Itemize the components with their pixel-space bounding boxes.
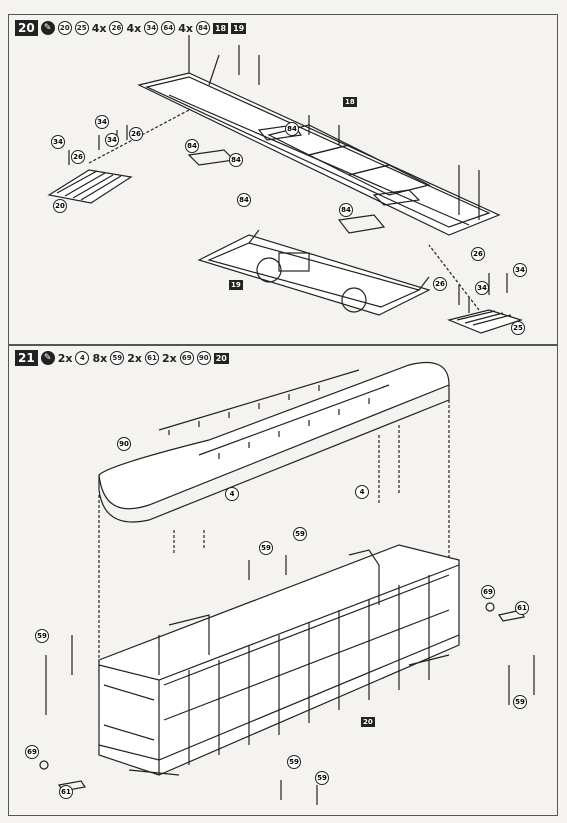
part-label: 84 [229, 153, 243, 167]
part-label: 34 [51, 135, 65, 149]
step-number: 20 [15, 20, 38, 36]
part-label: 26 [433, 277, 447, 291]
part-ref: 20 [57, 21, 72, 35]
part-label: 61 [515, 601, 529, 615]
part-ref: 34 [144, 21, 159, 35]
part-label: 34 [475, 281, 489, 295]
part-ref: 59 [110, 351, 125, 365]
right-grille [447, 309, 523, 334]
part-label: 34 [105, 133, 119, 147]
part-label: 25 [511, 321, 525, 335]
part-label: 69 [25, 745, 39, 759]
glue-icon: ✎ [40, 351, 55, 365]
part-ref: 90 [196, 351, 211, 365]
quantity-label: 4x [178, 21, 193, 35]
step-20-chassis-drawing [47, 35, 523, 334]
part-ref: 84 [195, 21, 210, 35]
part-label: 26 [71, 150, 85, 164]
part-label: 59 [315, 771, 329, 785]
subassembly-ref: 19 [231, 22, 247, 34]
quantity-label: 2x [127, 351, 142, 365]
subassembly-ref: 18 [212, 22, 229, 34]
part-label: 69 [481, 585, 495, 599]
sub-assembly-label: 18 [343, 97, 357, 107]
roof [98, 361, 450, 523]
part-label: 34 [513, 263, 527, 277]
part-label: 59 [293, 527, 307, 541]
part-label: 59 [259, 541, 273, 555]
part-label: 84 [285, 122, 299, 136]
part-label: 34 [95, 115, 109, 129]
part-ref: 61 [144, 351, 159, 365]
part-ref: 26 [109, 21, 124, 35]
quantity-label: 2x [57, 351, 73, 365]
sub-assembly-label: 20 [361, 717, 375, 727]
part-label: 84 [237, 193, 251, 207]
quantity-label: 2x [161, 351, 177, 365]
part-label: 26 [129, 127, 143, 141]
part-label: 4 [225, 487, 239, 501]
part-label: 26 [471, 247, 485, 261]
part-label: 20 [53, 199, 67, 213]
part-label: 84 [339, 203, 353, 217]
part-label: 90 [117, 437, 131, 451]
part-label: 61 [59, 785, 73, 799]
tram-body [98, 544, 460, 776]
part-label: 4 [355, 485, 369, 499]
step-number: 21 [15, 350, 38, 366]
part-label: 59 [35, 629, 49, 643]
pins [39, 555, 535, 805]
quantity-label: 4x [126, 21, 142, 35]
part-ref: 69 [179, 351, 194, 365]
part-ref: 25 [74, 21, 89, 35]
part-ref: 4 [75, 351, 90, 365]
quantity-label: 4x [91, 21, 107, 35]
step-21-tram-body-drawing [39, 361, 535, 805]
part-label: 59 [287, 755, 301, 769]
bogie [197, 229, 431, 316]
sub-assembly-label: 19 [229, 280, 243, 290]
chassis-frame [137, 35, 501, 236]
left-grille [47, 169, 133, 204]
part-label: 84 [185, 139, 199, 153]
quantity-label: 8x [92, 351, 108, 365]
subassembly-ref: 20 [213, 352, 229, 364]
part-ref: 64 [161, 21, 176, 35]
part-label: 59 [513, 695, 527, 709]
glue-icon: ✎ [40, 21, 55, 35]
